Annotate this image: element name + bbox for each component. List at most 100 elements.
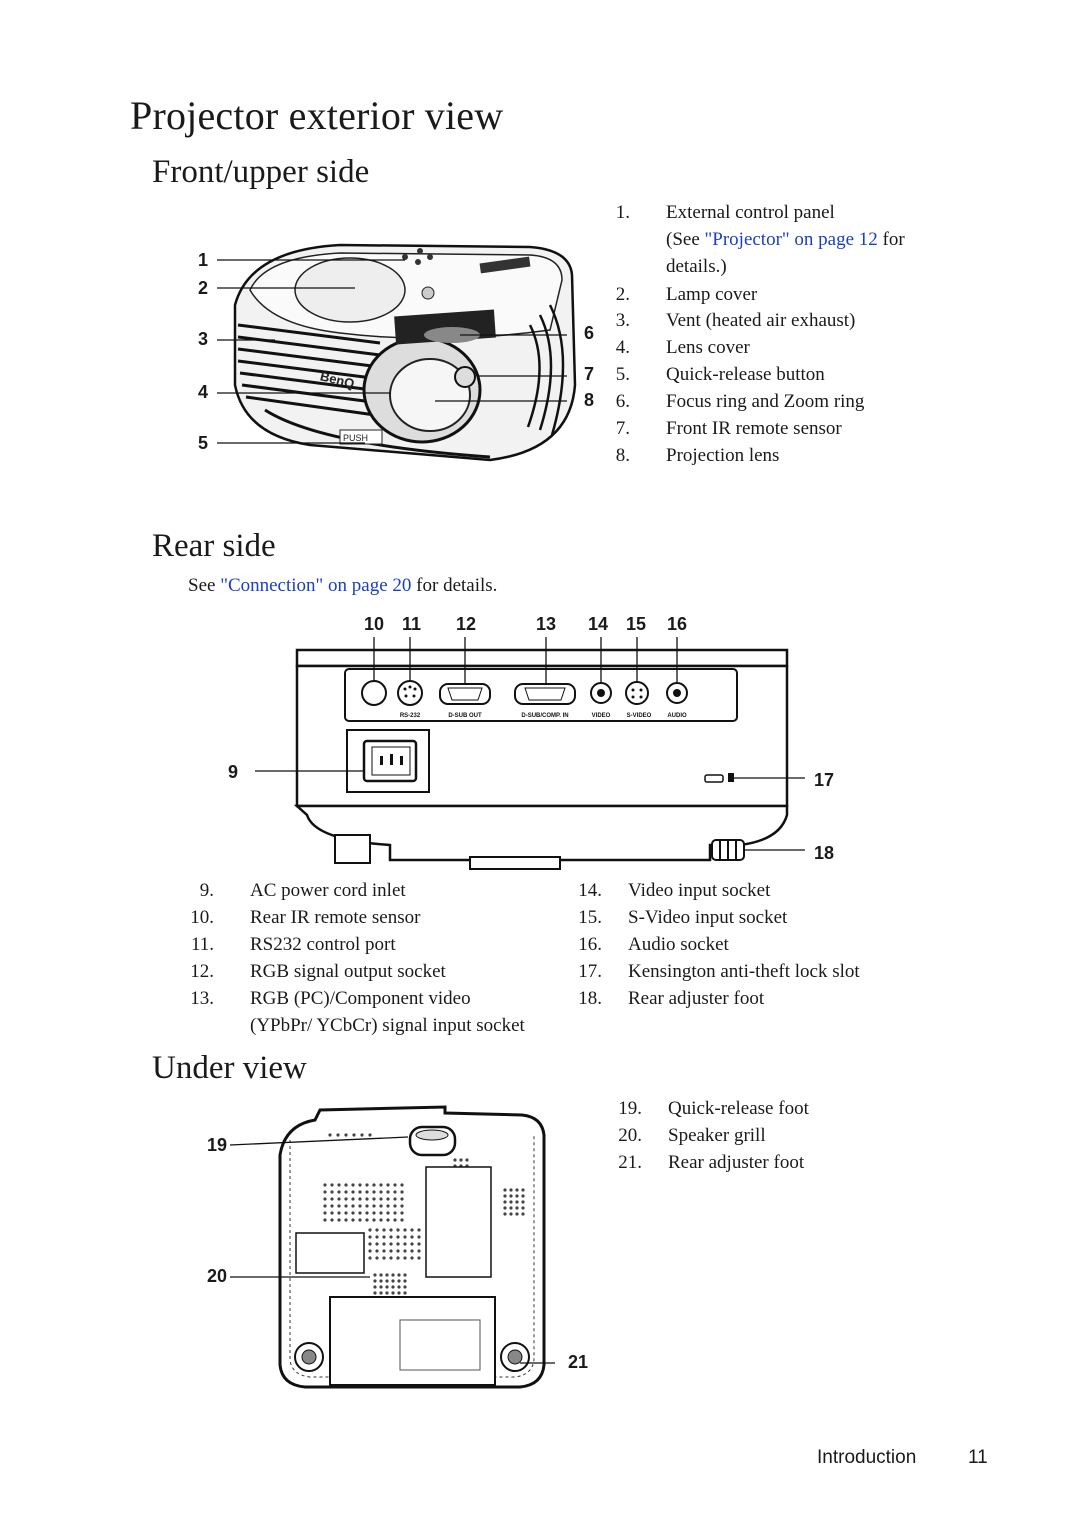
speaker-hole [393,1211,397,1215]
speaker-hole [417,1228,421,1232]
callout-20: 20 [207,1266,228,1286]
speaker-hole [365,1218,369,1222]
speaker-hole [393,1218,397,1222]
speaker-hole [323,1204,327,1208]
speaker-hole [503,1206,507,1210]
speaker-hole [372,1190,376,1194]
list-item: S-Video input socket [628,907,788,928]
page-title: Projector exterior view [130,93,504,138]
projector-page-link[interactable]: "Projector" on page 12 [704,229,878,250]
under-projector-diagram [230,1105,555,1389]
callout-19: 19 [207,1135,228,1155]
speaker-hole [368,1235,372,1239]
speaker-hole [328,1133,332,1137]
speaker-hole [358,1211,362,1215]
callout-8: 8 [584,390,595,410]
callout-1: 1 [198,250,209,270]
list-num: 2. [615,284,630,305]
list-num: 4. [615,337,630,358]
speaker-hole [397,1279,401,1283]
port-label: S-VIDEO [627,713,652,719]
speaker-hole [389,1256,393,1260]
callout-7: 7 [584,364,595,384]
callout-10: 10 [364,614,385,634]
speaker-hole [403,1273,407,1277]
speaker-hole [372,1197,376,1201]
speaker-hole [373,1273,377,1277]
speaker-hole [410,1228,414,1232]
speaker-hole [391,1273,395,1277]
speaker-hole [389,1235,393,1239]
speaker-hole [385,1279,389,1283]
speaker-hole [509,1194,513,1198]
speaker-hole [509,1212,513,1216]
speaker-hole [375,1242,379,1246]
speaker-hole [410,1249,414,1253]
list-num: 19. [618,1098,642,1119]
list-item: Rear adjuster foot [628,988,765,1009]
speaker-hole [351,1211,355,1215]
list-num: 8. [615,445,630,466]
speaker-hole [400,1218,404,1222]
list-num: 7. [615,418,630,439]
speaker-hole [386,1183,390,1187]
speaker-hole [521,1200,525,1204]
speaker-hole [521,1212,525,1216]
list-num: 21. [618,1152,642,1173]
speaker-hole [382,1256,386,1260]
rear-projector-diagram: RS-232 D-SUB OUT D-SUB/COMP. IN VIDEO S-… [255,637,805,870]
list-item: Focus ring and Zoom ring [666,391,865,412]
callout-13: 13 [536,614,557,634]
connection-page-link[interactable]: "Connection" on page 20 [220,575,412,596]
speaker-hole [330,1211,334,1215]
speaker-hole [417,1256,421,1260]
speaker-hole [368,1242,372,1246]
speaker-hole [515,1194,519,1198]
speaker-hole [337,1204,341,1208]
list-num: 12. [190,961,214,982]
list-item: details.) [666,256,727,277]
speaker-hole [503,1200,507,1204]
speaker-hole [403,1235,407,1239]
speaker-hole [403,1279,407,1283]
speaker-hole [372,1218,376,1222]
speaker-hole [379,1190,383,1194]
speaker-hole [521,1206,525,1210]
rear-see-note: See "Connection" on page 20 for details. [188,575,498,596]
speaker-hole [368,1256,372,1260]
speaker-hole [515,1200,519,1204]
list-item: Speaker grill [668,1125,766,1146]
speaker-hole [337,1197,341,1201]
speaker-hole [351,1197,355,1201]
speaker-hole [403,1249,407,1253]
list-num: 11. [190,934,214,955]
speaker-hole [397,1291,401,1295]
callout-12: 12 [456,614,477,634]
speaker-hole [344,1133,348,1137]
speaker-hole [503,1212,507,1216]
speaker-hole [400,1190,404,1194]
list-num: 13. [190,988,214,1009]
speaker-hole [379,1183,383,1187]
list-item: AC power cord inlet [250,880,406,901]
speaker-hole [337,1183,341,1187]
speaker-hole [368,1228,372,1232]
speaker-hole [400,1197,404,1201]
list-item: Quick-release button [666,364,825,385]
callout-16: 16 [667,614,688,634]
list-item: Kensington anti-theft lock slot [628,961,860,982]
port-label: AUDIO [667,713,687,719]
speaker-hole [358,1183,362,1187]
speaker-hole [358,1218,362,1222]
speaker-hole [352,1133,356,1137]
speaker-hole [379,1204,383,1208]
list-item: Rear adjuster foot [668,1152,805,1173]
speaker-hole [403,1242,407,1246]
speaker-hole [385,1273,389,1277]
speaker-hole [323,1197,327,1201]
list-item: Quick-release foot [668,1098,809,1119]
speaker-hole [386,1204,390,1208]
speaker-hole [351,1204,355,1208]
speaker-hole [397,1273,401,1277]
speaker-hole [336,1133,340,1137]
